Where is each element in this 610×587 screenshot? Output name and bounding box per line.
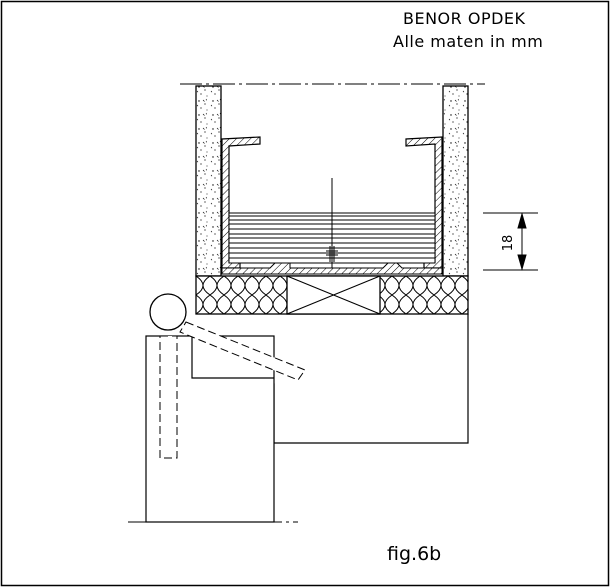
left-steel-profile [221, 136, 261, 269]
pivot-circle [149, 293, 187, 331]
figure-caption: fig.6b [387, 543, 441, 565]
right-concrete-wall [442, 85, 469, 277]
post-step [191, 336, 274, 379]
hinged-panel [179, 321, 306, 381]
nail-symbol [326, 246, 338, 262]
dimension-label: 18 [501, 235, 516, 252]
left-concrete-wall [195, 85, 222, 277]
header-units-note: Alle maten in mm [393, 32, 543, 51]
dimension-18 [483, 212, 538, 271]
timber-block [286, 275, 381, 315]
right-steel-profile [405, 136, 443, 269]
header-title: BENOR OPDEK [403, 9, 526, 28]
post-inner-slot [159, 335, 178, 459]
